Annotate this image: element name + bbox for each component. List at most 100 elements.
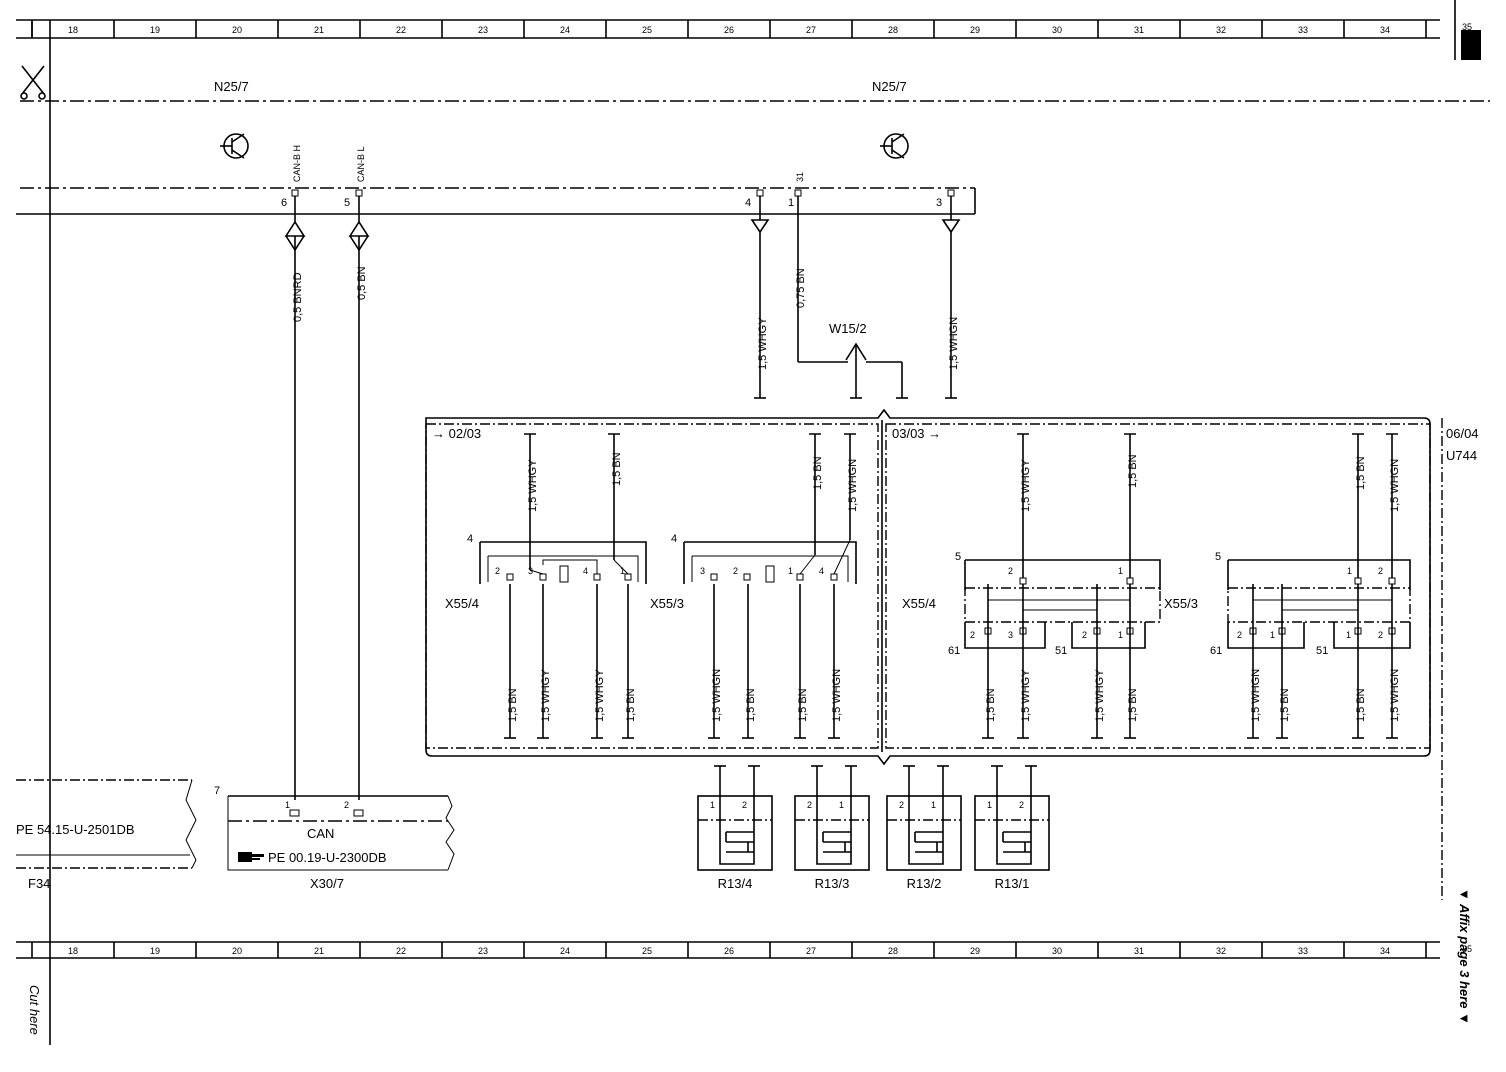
variant-label-right: 03/03 → bbox=[892, 426, 941, 441]
bottom-wire: 1,5 WHGN bbox=[1386, 584, 1401, 739]
svg-text:1,5 BN: 1,5 BN bbox=[625, 688, 637, 722]
ruler-number: 18 bbox=[68, 25, 78, 35]
f-label: F34 bbox=[28, 876, 50, 891]
bottom-wire: 1,5 WHGY bbox=[1091, 584, 1106, 739]
svg-text:6: 6 bbox=[281, 197, 287, 209]
svg-text:1: 1 bbox=[1346, 630, 1351, 640]
ruler-number: 23 bbox=[478, 946, 488, 956]
svg-text:2: 2 bbox=[899, 800, 904, 810]
svg-text:2: 2 bbox=[1237, 630, 1242, 640]
bottom-wire: 1,5 WHGN bbox=[1247, 584, 1262, 739]
wire-label: 0,5 BNRD bbox=[292, 272, 304, 322]
svg-text:1,5 WHGN: 1,5 WHGN bbox=[711, 669, 723, 722]
svg-text:51: 51 bbox=[1055, 645, 1067, 657]
affix-page-label: ▼ Affix page 3 here ▼ bbox=[1457, 888, 1472, 1025]
ruler-number: 22 bbox=[396, 946, 406, 956]
ruler-number: 19 bbox=[150, 25, 160, 35]
can-label: CAN bbox=[307, 826, 334, 841]
module-pin: 5 CAN-B L bbox=[344, 146, 366, 214]
svg-text:1,5 WHGN: 1,5 WHGN bbox=[847, 459, 859, 512]
svg-text:4: 4 bbox=[819, 566, 824, 576]
svg-text:2: 2 bbox=[1378, 630, 1383, 640]
svg-text:1,5 BN: 1,5 BN bbox=[507, 688, 519, 722]
svg-text:1: 1 bbox=[788, 566, 793, 576]
ruler-number: 32 bbox=[1216, 946, 1226, 956]
right-variant-bottom-wires: 1,5 BN 1,5 WHGY 1,5 WHGY 1,5 BN 1,5 WHGN 1,5 … bbox=[982, 584, 1401, 739]
ruler-number: 26 bbox=[724, 25, 734, 35]
transistor-icon bbox=[220, 133, 249, 159]
svg-text:2: 2 bbox=[344, 800, 349, 810]
bottom-wire: 1,5 WHGN bbox=[828, 584, 843, 739]
svg-text:1,5 BN: 1,5 BN bbox=[1127, 454, 1139, 488]
svg-text:31: 31 bbox=[795, 172, 805, 182]
can-wire-h: 0,5 BNRD bbox=[284, 214, 306, 800]
svg-text:7: 7 bbox=[214, 785, 220, 797]
ruler-number: 22 bbox=[396, 25, 406, 35]
left-variant-top-wires: 1,5 WHGY 1,5 BN 1,5 BN 1,5 WHGN bbox=[524, 433, 859, 570]
ref-can: PE 00.19-U-2300DB bbox=[268, 850, 387, 865]
scissors-icon bbox=[20, 65, 46, 100]
ruler-number: 31 bbox=[1134, 946, 1144, 956]
svg-text:3: 3 bbox=[700, 566, 705, 576]
svg-text:2: 2 bbox=[1008, 566, 1013, 576]
bottom-wire: 1,5 BN bbox=[1352, 584, 1367, 739]
ruler-number: 21 bbox=[314, 946, 324, 956]
connector-x55-3-left: 4 X55/3 3 2 1 4 bbox=[650, 533, 857, 611]
svg-text:1,5 WHGY: 1,5 WHGY bbox=[594, 669, 606, 722]
svg-text:1,5 WHGY: 1,5 WHGY bbox=[1020, 669, 1032, 722]
wire-whgy: 1,5 WHGY bbox=[750, 219, 770, 399]
bottom-wire: 1,5 WHGN bbox=[708, 584, 723, 739]
svg-text:1: 1 bbox=[1347, 566, 1352, 576]
bottom-wire: 1,5 WHGY bbox=[591, 584, 606, 739]
svg-text:1,5 BN: 1,5 BN bbox=[985, 688, 997, 722]
bottom-wire: 1,5 WHGY bbox=[537, 584, 552, 739]
ref-left: PE 54.15-U-2501DB bbox=[16, 822, 135, 837]
svg-text:3: 3 bbox=[528, 566, 533, 576]
module-pin: 3 bbox=[936, 189, 955, 220]
svg-text:2: 2 bbox=[1019, 800, 1024, 810]
module-title-right: N25/7 bbox=[872, 79, 907, 94]
svg-text:1: 1 bbox=[1118, 566, 1123, 576]
bottom-wire: 1,5 BN bbox=[622, 584, 637, 739]
svg-text:1,5 WHGN: 1,5 WHGN bbox=[1389, 669, 1401, 722]
ruler-number: 25 bbox=[642, 25, 652, 35]
wire-ground: 0,75 BN W15/2 bbox=[795, 214, 908, 399]
svg-text:4: 4 bbox=[467, 533, 473, 545]
svg-text:4: 4 bbox=[583, 566, 588, 576]
svg-text:1,5 WHGY: 1,5 WHGY bbox=[527, 459, 539, 512]
svg-text:2: 2 bbox=[1378, 566, 1383, 576]
heater-name: R13/3 bbox=[815, 876, 850, 891]
left-variant-bottom-wires: 1,5 BN 1,5 WHGY 1,5 WHGY 1,5 BN 1,5 WHGN 1,5 … bbox=[504, 584, 843, 739]
svg-text:1: 1 bbox=[931, 800, 936, 810]
ruler-number: 29 bbox=[970, 25, 980, 35]
ruler-number: 23 bbox=[478, 25, 488, 35]
svg-text:2: 2 bbox=[495, 566, 500, 576]
wire-label: 1,5 WHGY bbox=[757, 317, 769, 370]
svg-text:X55/4: X55/4 bbox=[902, 596, 936, 611]
svg-text:1: 1 bbox=[1118, 630, 1123, 640]
ruler-number: 29 bbox=[970, 946, 980, 956]
outer-variant-code: U744 bbox=[1446, 448, 1477, 463]
module-pin: 4 bbox=[745, 189, 764, 220]
ruler-number: 30 bbox=[1052, 25, 1062, 35]
ruler-number: 19 bbox=[150, 946, 160, 956]
module-pin: 6 CAN-B H bbox=[281, 145, 302, 214]
svg-text:X55/4: X55/4 bbox=[445, 596, 479, 611]
hand-pointer-icon bbox=[238, 852, 264, 862]
ruler-number: 26 bbox=[724, 946, 734, 956]
ruler-number: 33 bbox=[1298, 25, 1308, 35]
svg-text:2: 2 bbox=[807, 800, 812, 810]
svg-text:61: 61 bbox=[948, 645, 960, 657]
svg-text:1,5 WHGY: 1,5 WHGY bbox=[540, 669, 552, 722]
svg-text:X55/3: X55/3 bbox=[1164, 596, 1198, 611]
svg-text:1,5 WHGY: 1,5 WHGY bbox=[1094, 669, 1106, 722]
svg-text:CAN-B L: CAN-B L bbox=[356, 146, 366, 182]
svg-text:1,5 WHGN: 1,5 WHGN bbox=[1389, 459, 1401, 512]
bottom-wire: 1,5 BN bbox=[794, 584, 809, 739]
svg-text:1,5 WHGY: 1,5 WHGY bbox=[1020, 459, 1032, 512]
can-wire-l: 0,5 BN bbox=[348, 214, 370, 800]
